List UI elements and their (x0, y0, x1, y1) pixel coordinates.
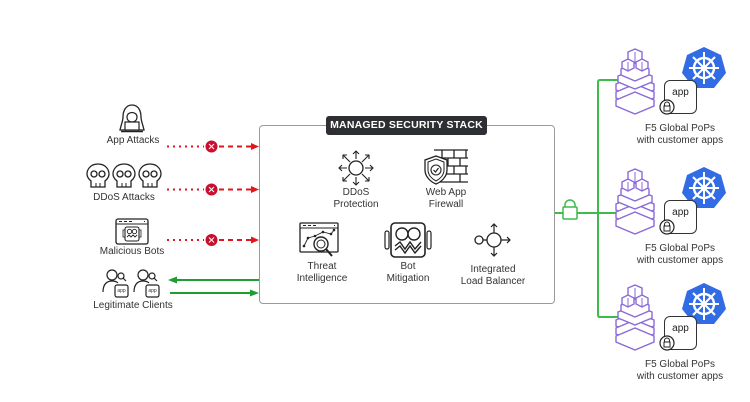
pop-label-line1: F5 Global PoPs (644, 123, 716, 134)
blocked-x-icon (205, 183, 218, 196)
pop-stack-icon (615, 284, 655, 351)
stack-item-waf-line2: Firewall (428, 199, 464, 210)
stack-item-threat-line2: Intelligence (296, 273, 348, 284)
stack-item-lb-line1: Integrated (470, 264, 516, 275)
stack-item-bot-line2: Mitigation (386, 273, 430, 284)
padlock-icon (659, 219, 675, 235)
load-balancer-icon (474, 223, 511, 257)
source-label-malicious-bots: Malicious Bots (99, 246, 165, 257)
pop-group-2: app F5 Global PoPs with customer apps (614, 164, 744, 269)
client-app-badge-1: app (117, 288, 126, 294)
stack-item-ddos-line2: Protection (333, 199, 379, 210)
source-label-ddos-attacks: DDoS Attacks (93, 192, 155, 203)
hacker-icon (119, 104, 145, 133)
pop-links (553, 79, 620, 318)
blocked-x-icon (205, 234, 218, 246)
stack-item-waf-line1: Web App (425, 187, 467, 198)
attack-arrowhead (251, 236, 259, 244)
skulls-icon (86, 163, 162, 188)
managed-security-stack-box (259, 125, 555, 304)
ddos-burst-icon (338, 150, 374, 186)
app-badge-label: app (672, 323, 689, 334)
pop-stack-icon (615, 168, 655, 235)
stack-item-threat-line1: Threat (307, 261, 337, 272)
blocked-x-icon (205, 140, 218, 153)
client-app-badge-2: app (148, 288, 157, 294)
app-badge-label: app (672, 87, 689, 98)
padlock-icon (659, 99, 675, 115)
source-label-app-attacks: App Attacks (106, 135, 160, 146)
pop-label-line2: with customer apps (636, 255, 724, 266)
pop-stack-icon (615, 48, 655, 115)
shield-firewall-icon (424, 149, 468, 185)
attack-arrowhead (251, 186, 259, 193)
pop-label-line1: F5 Global PoPs (644, 243, 716, 254)
stack-item-bot-line1: Bot (400, 261, 416, 272)
stack-item-ddos-line1: DDoS (342, 187, 370, 198)
stack-item-lb-line2: Load Balancer (460, 276, 526, 287)
pop-group-3: app F5 Global PoPs with customer apps (614, 280, 744, 385)
bot-window-icon (115, 218, 149, 245)
bot-face-icon (384, 222, 432, 258)
pop-label-line2: with customer apps (636, 371, 724, 382)
app-badge-label: app (672, 207, 689, 218)
source-label-legitimate-clients: Legitimate Clients (93, 300, 173, 311)
users-app-icon (102, 269, 160, 298)
pop-label-line1: F5 Global PoPs (644, 359, 716, 370)
threat-intel-icon (299, 222, 339, 257)
kubernetes-icon (682, 283, 726, 324)
pop-label-line2: with customer apps (636, 135, 724, 146)
stack-title: MANAGED SECURITY STACK (326, 116, 487, 135)
kubernetes-icon (682, 167, 726, 208)
lock-icon (562, 199, 578, 220)
kubernetes-icon (682, 47, 726, 88)
pop-group-1: app F5 Global PoPs with customer apps (614, 44, 744, 149)
padlock-icon (659, 335, 675, 351)
attack-arrowhead (251, 143, 259, 150)
